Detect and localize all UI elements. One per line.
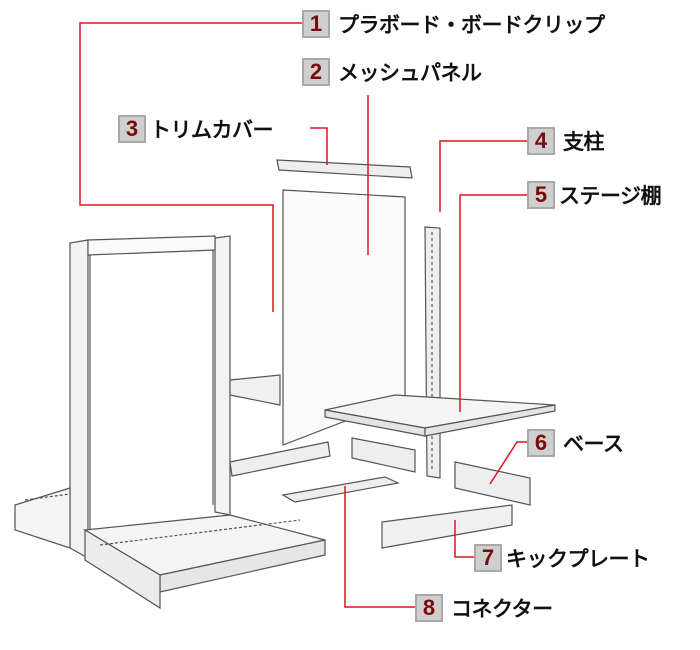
part-number-badge: 5	[527, 181, 555, 209]
part-name: ステージ棚	[559, 184, 662, 208]
part-label-1: 1 プラボード・ボードクリップ	[302, 9, 605, 39]
part-name: プラボード・ボードクリップ	[338, 13, 605, 37]
part-name: コネクター	[451, 597, 553, 621]
part-number-badge: 4	[527, 127, 555, 155]
part-number-badge: 1	[302, 10, 330, 38]
part-label-4: 4 支柱	[527, 126, 605, 156]
part-name: 支柱	[563, 130, 605, 154]
part-label-8: 8 コネクター	[415, 593, 553, 623]
leader-lines	[79, 22, 527, 608]
part-name: キックプレート	[506, 547, 650, 571]
part-number-badge: 3	[118, 115, 146, 143]
part-label-3: 3 トリムカバー	[118, 114, 274, 144]
part-name: ベース	[563, 432, 624, 456]
part-number-badge: 8	[415, 594, 443, 622]
part-label-5: 5 ステージ棚	[527, 180, 662, 210]
base-part	[351, 437, 416, 473]
part-label-6: 6 ベース	[527, 428, 624, 458]
kick-plate-part	[381, 504, 513, 549]
part-number-badge: 7	[474, 544, 502, 572]
part-label-7: 7 キックプレート	[474, 543, 650, 573]
part-name: トリムカバー	[150, 118, 274, 142]
part-name: メッシュパネル	[338, 61, 482, 85]
connector-part	[281, 476, 400, 503]
part-label-2: 2 メッシュパネル	[302, 57, 482, 87]
gondola-unit	[14, 235, 326, 610]
part-number-badge: 6	[527, 429, 555, 457]
trim-cover-part	[276, 159, 413, 179]
part-number-badge: 2	[302, 58, 330, 86]
